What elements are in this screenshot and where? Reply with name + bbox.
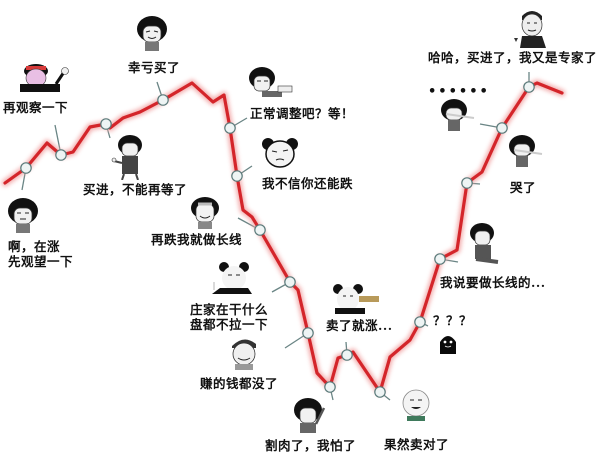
- meme-bowlcut-crying-icon: [509, 135, 543, 167]
- data-point-marker: [414, 316, 426, 328]
- meme-bowlcut-face-icon: [8, 198, 38, 233]
- meme-bowlcut-body-icon: [111, 135, 142, 180]
- label-buy-now: 买进，不能再等了: [83, 182, 188, 197]
- data-point-marker: [523, 81, 535, 93]
- meme-bowlcut-scared-icon: [294, 398, 326, 433]
- meme-bowlcut-grin-icon: [191, 197, 219, 229]
- meme-suited-man-icon: [514, 11, 546, 48]
- meme-bowlcut-face-icon: [137, 16, 167, 51]
- data-point-marker: [231, 170, 243, 182]
- label-what-dealer-doing: 庄家在干什么 盘都不拉一下: [190, 302, 269, 332]
- meme-round-face-icon: [402, 389, 430, 421]
- label-observe-rising: 啊，在涨 先观望一下: [8, 239, 74, 269]
- label-cant-fall-more: 我不信你还能跌: [262, 176, 354, 191]
- data-point-markers: [20, 81, 535, 398]
- data-point-marker: [55, 149, 67, 161]
- data-point-marker: [434, 253, 446, 265]
- meme-bowlcut-pointing-icon: [249, 67, 293, 97]
- meme-bowlcut-crying-icon: [441, 99, 475, 131]
- data-point-marker: [254, 224, 266, 236]
- data-point-marker: [341, 349, 353, 361]
- data-point-marker: [461, 177, 473, 189]
- data-point-marker: [324, 381, 336, 393]
- data-point-marker: [157, 94, 169, 106]
- data-point-marker: [374, 386, 386, 398]
- data-point-marker: [302, 327, 314, 339]
- label-glad-bought: 幸亏买了: [128, 60, 181, 75]
- label-expert-again: 哈哈，买进了，我又是专家了: [428, 50, 598, 65]
- label-normal-correction: 正常调整吧？等！: [250, 106, 355, 121]
- meme-panda-face-icon: [262, 138, 298, 168]
- meme-panda-gun-icon: [333, 284, 379, 314]
- data-point-marker: [496, 122, 508, 134]
- data-point-marker: [20, 162, 32, 174]
- label-ellipsis: ••••••: [428, 84, 490, 99]
- meme-bowlcut-sitting-icon: [470, 223, 499, 264]
- label-cut-loss: 割肉了，我怕了: [265, 438, 357, 453]
- label-crying: 哭了: [510, 180, 537, 195]
- data-point-marker: [224, 122, 236, 134]
- label-question-marks: ？？？: [433, 313, 473, 328]
- meme-sidepart-face-icon: [232, 339, 256, 370]
- data-point-marker: [284, 276, 296, 288]
- label-go-long-term: 再跌我就做长线: [151, 232, 243, 247]
- meme-panda-smoking-icon: [212, 262, 252, 294]
- label-said-long-term: 我说要做长线的...: [440, 275, 546, 290]
- label-observe-again: 再观察一下: [3, 100, 69, 115]
- data-point-marker: [100, 118, 112, 130]
- label-profits-gone: 赚的钱都没了: [200, 376, 279, 391]
- label-right-to-sell: 果然卖对了: [384, 437, 450, 452]
- meme-pink-face-icon: [20, 64, 69, 92]
- label-sold-then-rose: 卖了就涨...: [326, 318, 393, 333]
- meme-black-blob-face-icon: [440, 336, 456, 354]
